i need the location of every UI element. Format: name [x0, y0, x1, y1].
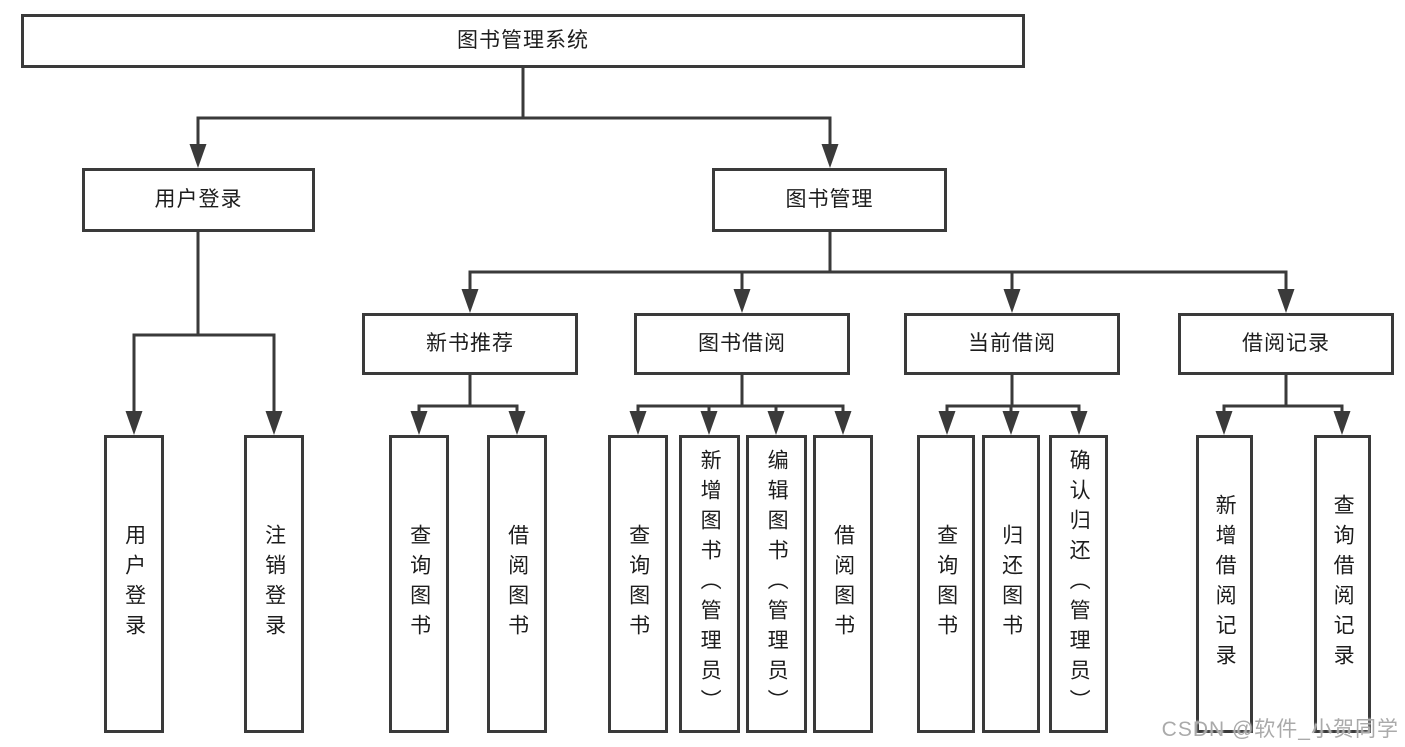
leaf-current-return-books: 归还图书: [982, 435, 1040, 733]
leaf-recommend-borrow-books-label: 借阅图书: [505, 524, 529, 644]
node-user-login: 用户登录: [82, 168, 315, 232]
leaf-logout: 注销登录: [244, 435, 304, 733]
arrowhead: [461, 289, 479, 313]
arrowhead: [1333, 411, 1351, 435]
arrowhead: [265, 411, 283, 435]
leaf-user-login-label: 用户登录: [122, 524, 146, 644]
arrowhead: [1215, 411, 1233, 435]
arrowhead: [125, 411, 143, 435]
connector-root: [196, 68, 832, 147]
arrowhead: [733, 289, 751, 313]
node-book-management-label: 图书管理: [785, 188, 874, 212]
leaf-current-confirm-return-admin: 确认归还（管理员）: [1049, 435, 1108, 733]
node-current-borrowing: 当前借阅: [904, 313, 1120, 375]
arrowhead: [1003, 289, 1021, 313]
arrowhead: [767, 411, 785, 435]
node-new-book-recommend: 新书推荐: [362, 313, 578, 375]
leaf-borrowing-edit-books-admin: 编辑图书（管理员）: [746, 435, 807, 733]
node-borrow-records: 借阅记录: [1178, 313, 1394, 375]
leaf-borrowing-add-books-admin-label: 新增图书（管理员）: [698, 449, 722, 719]
leaf-borrowing-edit-books-admin-label: 编辑图书（管理员）: [765, 449, 789, 719]
node-root: 图书管理系统: [21, 14, 1025, 68]
leaf-records-add-record-label: 新增借阅记录: [1213, 494, 1237, 674]
leaf-recommend-query-books-label: 查询图书: [407, 524, 431, 644]
node-new-book-recommend-label: 新书推荐: [426, 332, 514, 356]
leaf-borrowing-add-books-admin: 新增图书（管理员）: [679, 435, 740, 733]
leaf-records-query-record: 查询借阅记录: [1314, 435, 1371, 733]
node-borrow-records-label: 借阅记录: [1242, 332, 1330, 356]
leaf-borrowing-query-books: 查询图书: [608, 435, 668, 733]
watermark-text: CSDN @软件_小贺同学: [1161, 718, 1399, 741]
connector-borrow-records: [1222, 375, 1344, 415]
leaf-borrowing-borrow-books-label: 借阅图书: [831, 524, 855, 644]
arrowhead: [189, 144, 207, 168]
connector-new-book-recommend: [417, 375, 519, 415]
node-book-borrowing: 图书借阅: [634, 313, 850, 375]
arrowhead: [1002, 411, 1020, 435]
leaf-current-query-books-label: 查询图书: [934, 524, 958, 644]
leaf-current-query-books: 查询图书: [917, 435, 975, 733]
leaf-current-confirm-return-admin-label: 确认归还（管理员）: [1067, 449, 1091, 719]
arrowhead: [700, 411, 718, 435]
arrowhead: [834, 411, 852, 435]
leaf-recommend-borrow-books: 借阅图书: [487, 435, 547, 733]
node-book-management: 图书管理: [712, 168, 947, 232]
arrowhead: [938, 411, 956, 435]
connector-book-management: [468, 232, 1288, 292]
leaf-borrowing-query-books-label: 查询图书: [626, 524, 650, 644]
leaf-recommend-query-books: 查询图书: [389, 435, 449, 733]
arrowhead: [1277, 289, 1295, 313]
leaf-records-query-record-label: 查询借阅记录: [1331, 494, 1355, 674]
leaf-current-return-books-label: 归还图书: [999, 524, 1023, 644]
arrowhead: [629, 411, 647, 435]
connector-book-borrowing: [636, 375, 845, 415]
arrowhead: [410, 411, 428, 435]
connector-user-login: [132, 232, 276, 414]
node-root-label: 图书管理系统: [457, 29, 589, 53]
arrowhead: [821, 144, 839, 168]
node-current-borrowing-label: 当前借阅: [968, 332, 1056, 356]
node-user-login-label: 用户登录: [154, 188, 243, 212]
node-book-borrowing-label: 图书借阅: [698, 332, 786, 356]
leaf-records-add-record: 新增借阅记录: [1196, 435, 1253, 733]
arrowhead: [508, 411, 526, 435]
leaf-user-login: 用户登录: [104, 435, 164, 733]
leaf-borrowing-borrow-books: 借阅图书: [813, 435, 873, 733]
connector-current-borrowing: [945, 375, 1081, 415]
leaf-logout-label: 注销登录: [262, 524, 286, 644]
arrowhead: [1070, 411, 1088, 435]
